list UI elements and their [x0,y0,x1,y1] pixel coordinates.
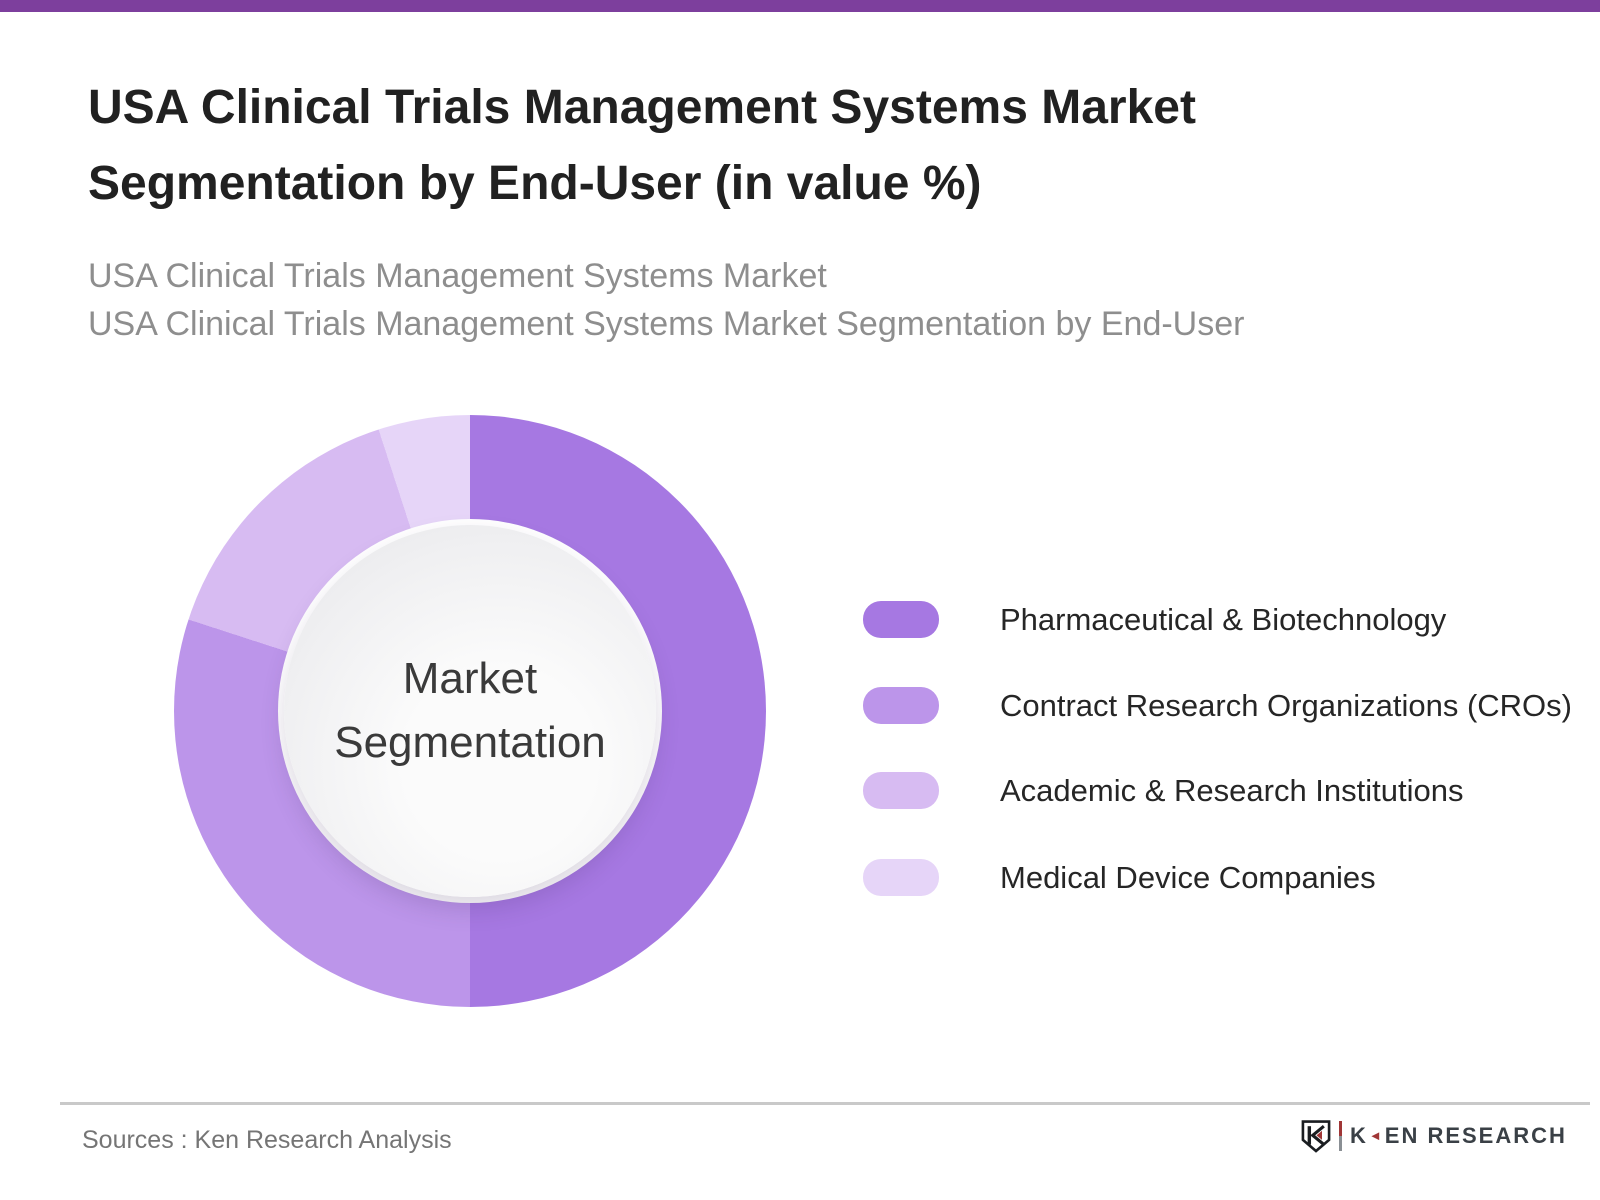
donut-center-circle: Market Segmentation [284,525,656,897]
footer-divider [60,1102,1590,1105]
logo-red-triangle-icon: ◄ [1368,1128,1384,1143]
logo-wordmark: K ◄ EN RESEARCH [1350,1123,1567,1149]
logo-separator [1339,1121,1342,1151]
legend-swatch [863,859,939,896]
legend-swatch [863,687,939,724]
legend-item: Contract Research Organizations (CROs) [863,687,1572,724]
donut-center-label: Market Segmentation [334,654,606,767]
top-accent-bar [0,0,1600,12]
page-title: USA Clinical Trials Management Systems M… [88,81,1196,210]
legend-label: Pharmaceutical & Biotechnology [1000,602,1447,637]
ken-research-logo: K ◄ EN RESEARCH [1300,1118,1567,1154]
chart-subtitle-line-2: USA Clinical Trials Management Systems M… [88,305,1245,343]
legend-swatch [863,772,939,809]
legend-swatch [863,601,939,638]
legend-item: Academic & Research Institutions [863,772,1464,809]
chart-subtitle-line-1: USA Clinical Trials Management Systems M… [88,257,827,295]
logo-wordmark-k: K [1350,1123,1368,1148]
shield-k-icon [1301,1120,1331,1153]
legend-label: Academic & Research Institutions [1000,773,1464,808]
donut-chart: Market Segmentation [174,415,766,1007]
legend-item: Pharmaceutical & Biotechnology [863,601,1446,638]
legend-label: Contract Research Organizations (CROs) [1000,688,1572,723]
legend-item: Medical Device Companies [863,859,1376,896]
legend-label: Medical Device Companies [1000,860,1376,895]
logo-wordmark-rest: EN RESEARCH [1384,1123,1567,1148]
source-note: Sources : Ken Research Analysis [82,1126,452,1154]
chart-subtitle: USA Clinical Trials Management Systems M… [88,252,1508,348]
